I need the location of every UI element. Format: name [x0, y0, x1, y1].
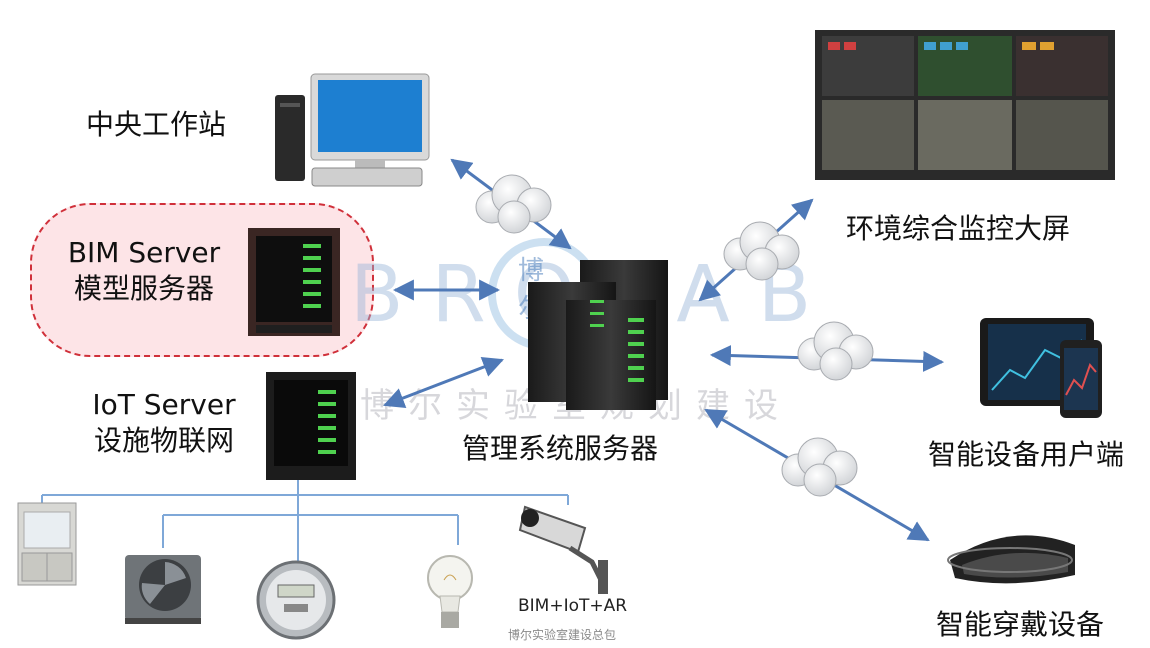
- light-bulb-icon: [427, 555, 473, 628]
- desktop-computer-icon: [275, 73, 430, 187]
- company-caption: 博尔实验室建设总包: [508, 628, 617, 642]
- cloud-icons: [475, 174, 874, 497]
- server-rack-icon: [266, 372, 356, 480]
- iot-server-label-cn: 设施物联网: [93, 424, 234, 457]
- ar-headset-icon: [947, 535, 1075, 584]
- security-camera-icon: [518, 505, 608, 594]
- central-workstation-label: 中央工作站: [86, 108, 227, 141]
- management-server-label: 管理系统服务器: [462, 432, 659, 465]
- ventilation-fan-icon: [125, 555, 201, 624]
- bim-server-label-en: BIM Server: [67, 236, 221, 269]
- smart-device-client-label: 智能设备用户端: [928, 438, 1125, 471]
- bim-iot-ar-caption: BIM+IoT+AR: [518, 596, 628, 616]
- electric-meter-icon: [256, 560, 336, 640]
- management-server-cluster-icon: [528, 260, 668, 410]
- cloud-icon: [781, 437, 858, 497]
- watermark-char-1: 博: [518, 256, 545, 286]
- bim-server-label-cn: 模型服务器: [73, 272, 214, 305]
- iot-server-label-en: IoT Server: [92, 388, 236, 421]
- monitoring-screen-label: 环境综合监控大屏: [846, 212, 1071, 245]
- cloud-icon: [723, 221, 800, 281]
- arrow-iot-server: [383, 356, 504, 409]
- iot-device-tree-lines: [41, 480, 569, 568]
- tablet-phone-icon: [980, 318, 1102, 418]
- smart-wearable-label: 智能穿戴设备: [936, 608, 1105, 641]
- cloud-icon: [797, 321, 874, 381]
- monitor-wall-icon: [815, 30, 1115, 180]
- fume-hood-icon: [17, 502, 77, 586]
- server-rack-icon: [248, 228, 340, 336]
- cloud-icon: [475, 174, 552, 234]
